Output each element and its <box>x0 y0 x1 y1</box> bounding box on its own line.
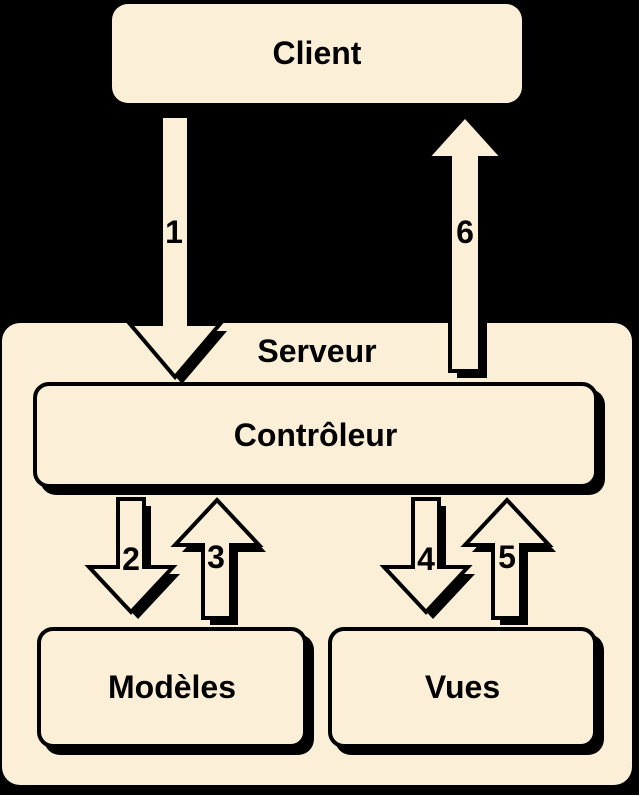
arrow-2-label: 2 <box>122 541 140 577</box>
node-client-label: Client <box>272 35 362 71</box>
arrow-6-label: 6 <box>456 214 474 250</box>
arrow-1-down-icon <box>125 114 227 384</box>
arrow-4-down-icon <box>379 497 475 619</box>
node-models: Modèles <box>37 627 307 748</box>
arrow-6-up-icon <box>422 113 510 378</box>
arrow-5-body <box>460 497 554 620</box>
arrow-3-label: 3 <box>207 539 225 575</box>
arrow-3-up-icon <box>170 497 266 625</box>
arrow-4-body <box>379 497 473 615</box>
arrow-5-up-icon <box>460 497 556 625</box>
arrow-3-body <box>170 497 264 620</box>
arrow-1-body <box>125 114 225 381</box>
arrow-5-label: 5 <box>498 539 516 575</box>
arrow-6-body <box>422 113 508 373</box>
node-views-label: Vues <box>424 669 501 705</box>
arrow-2-down-icon <box>84 497 180 619</box>
arrow-4-label: 4 <box>417 541 435 577</box>
node-client: Client <box>112 4 522 103</box>
arrow-1-label: 1 <box>165 214 183 250</box>
node-server-label: Serveur <box>257 333 377 369</box>
node-controller: Contrôleur <box>33 382 598 488</box>
node-models-label: Modèles <box>107 669 237 705</box>
node-controller-label: Contrôleur <box>233 416 398 453</box>
arrow-2-body <box>84 497 178 615</box>
node-views: Vues <box>328 627 597 748</box>
